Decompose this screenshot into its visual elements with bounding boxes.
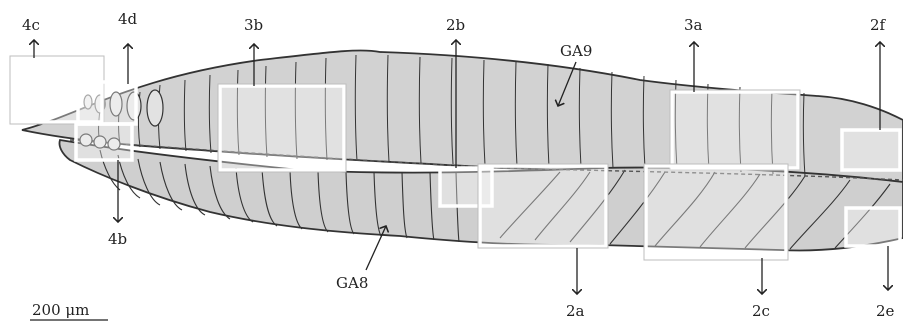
- box-2c: [646, 166, 786, 258]
- label-2f: 2f: [870, 16, 887, 34]
- label-4b: 4b: [108, 230, 127, 248]
- box-3a: [672, 92, 798, 168]
- label-4c: 4c: [22, 16, 40, 34]
- label-ga9: GA9: [560, 42, 592, 60]
- label-2a: 2a: [566, 302, 585, 320]
- box-4d: [78, 82, 136, 124]
- box-2a: [480, 166, 606, 246]
- label-ga8: GA8: [336, 274, 368, 292]
- box-2e: [846, 208, 900, 246]
- scale-label: 200 μm: [32, 301, 89, 319]
- label-3b: 3b: [244, 16, 263, 34]
- label-2e: 2e: [876, 302, 895, 320]
- box-4b: [76, 124, 132, 160]
- label-2b: 2b: [446, 16, 465, 34]
- box-3b: [220, 86, 344, 170]
- box-2f: [842, 130, 900, 170]
- label-2c: 2c: [752, 302, 770, 320]
- label-3a: 3a: [684, 16, 703, 34]
- label-4d: 4d: [118, 10, 138, 28]
